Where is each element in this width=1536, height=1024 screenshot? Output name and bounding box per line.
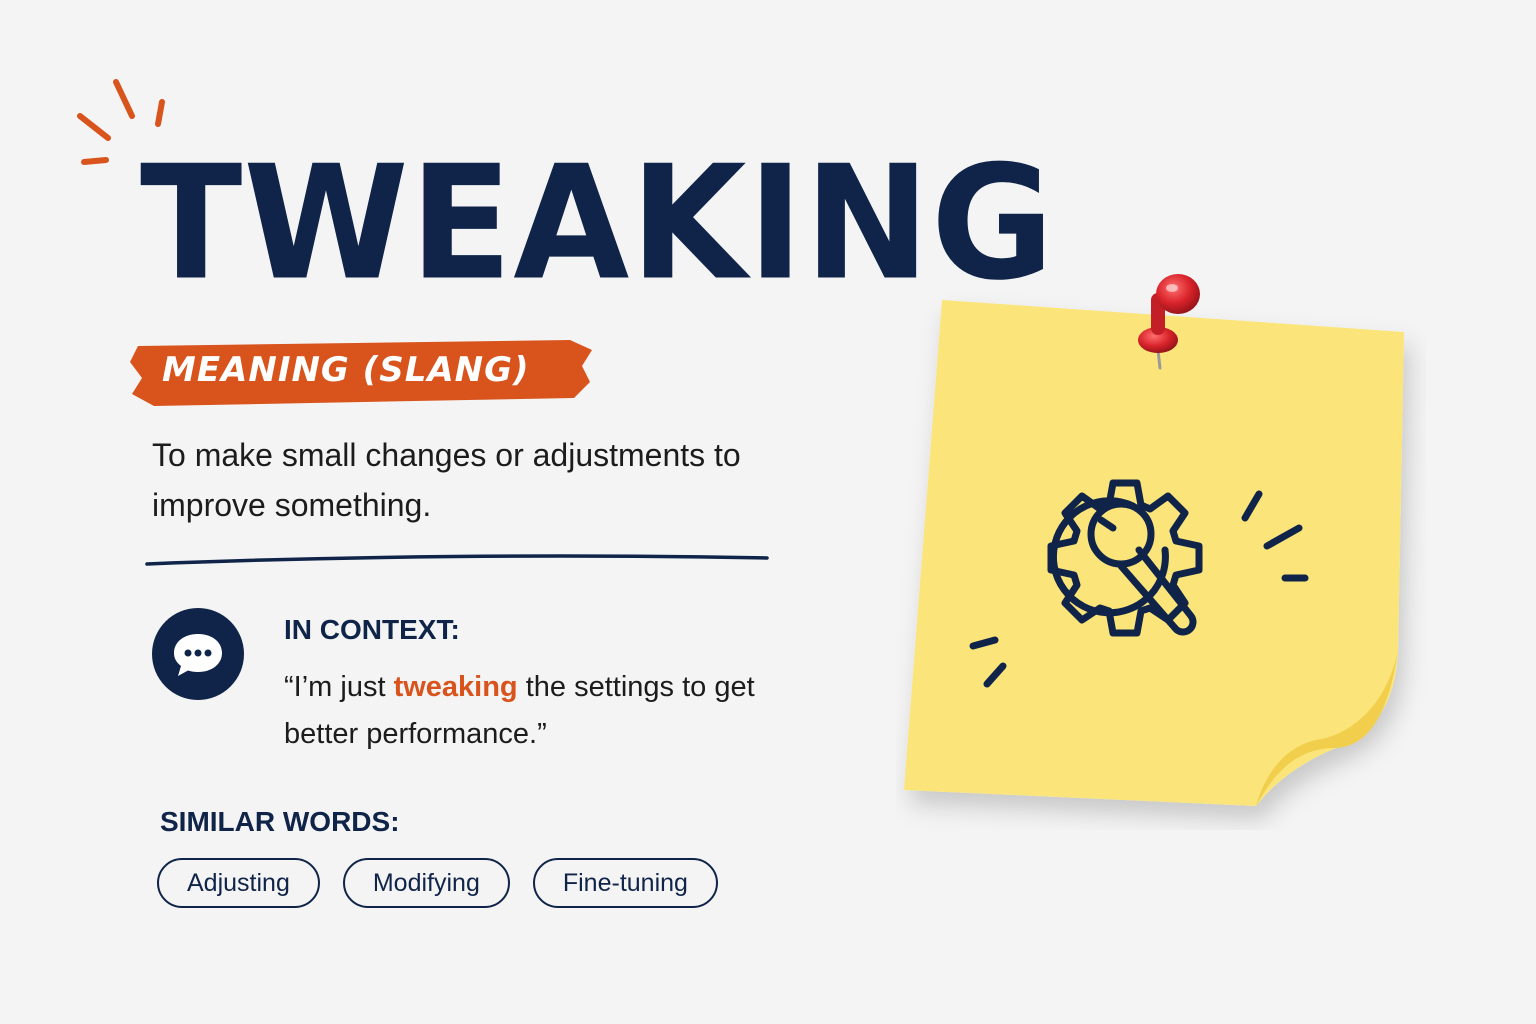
sticky-note (904, 274, 1404, 806)
definition-text: To make small changes or adjustments to … (152, 437, 741, 523)
context-title: IN CONTEXT: (284, 614, 460, 645)
context-quote: “I’m just tweaking the settings to get b… (284, 664, 804, 758)
quote-text-start: “I’m just (284, 671, 394, 703)
chat-bubble-icon (152, 608, 244, 700)
quote-text-end: the settings to get better performance.” (284, 671, 755, 750)
headline-word: TWEAKING (140, 132, 1056, 316)
similar-words-title: SIMILAR WORDS: (160, 806, 400, 837)
push-pin-icon (1138, 274, 1200, 370)
meaning-label: MEANING (SLANG) (162, 350, 530, 390)
gear-wrench-icon (969, 479, 1309, 688)
brush-stroke-icon (130, 340, 592, 406)
similar-word-chip[interactable]: Modifying (342, 858, 510, 908)
similar-word-chip[interactable]: Adjusting (157, 858, 320, 908)
similar-words-list: Adjusting Modifying Fine-tuning (157, 858, 718, 908)
quote-highlight: tweaking (393, 671, 518, 703)
divider (145, 554, 769, 566)
spark-lines-icon (77, 79, 165, 165)
similar-word-chip[interactable]: Fine-tuning (532, 858, 718, 908)
meaning-label-banner: MEANING (SLANG) (130, 336, 596, 408)
